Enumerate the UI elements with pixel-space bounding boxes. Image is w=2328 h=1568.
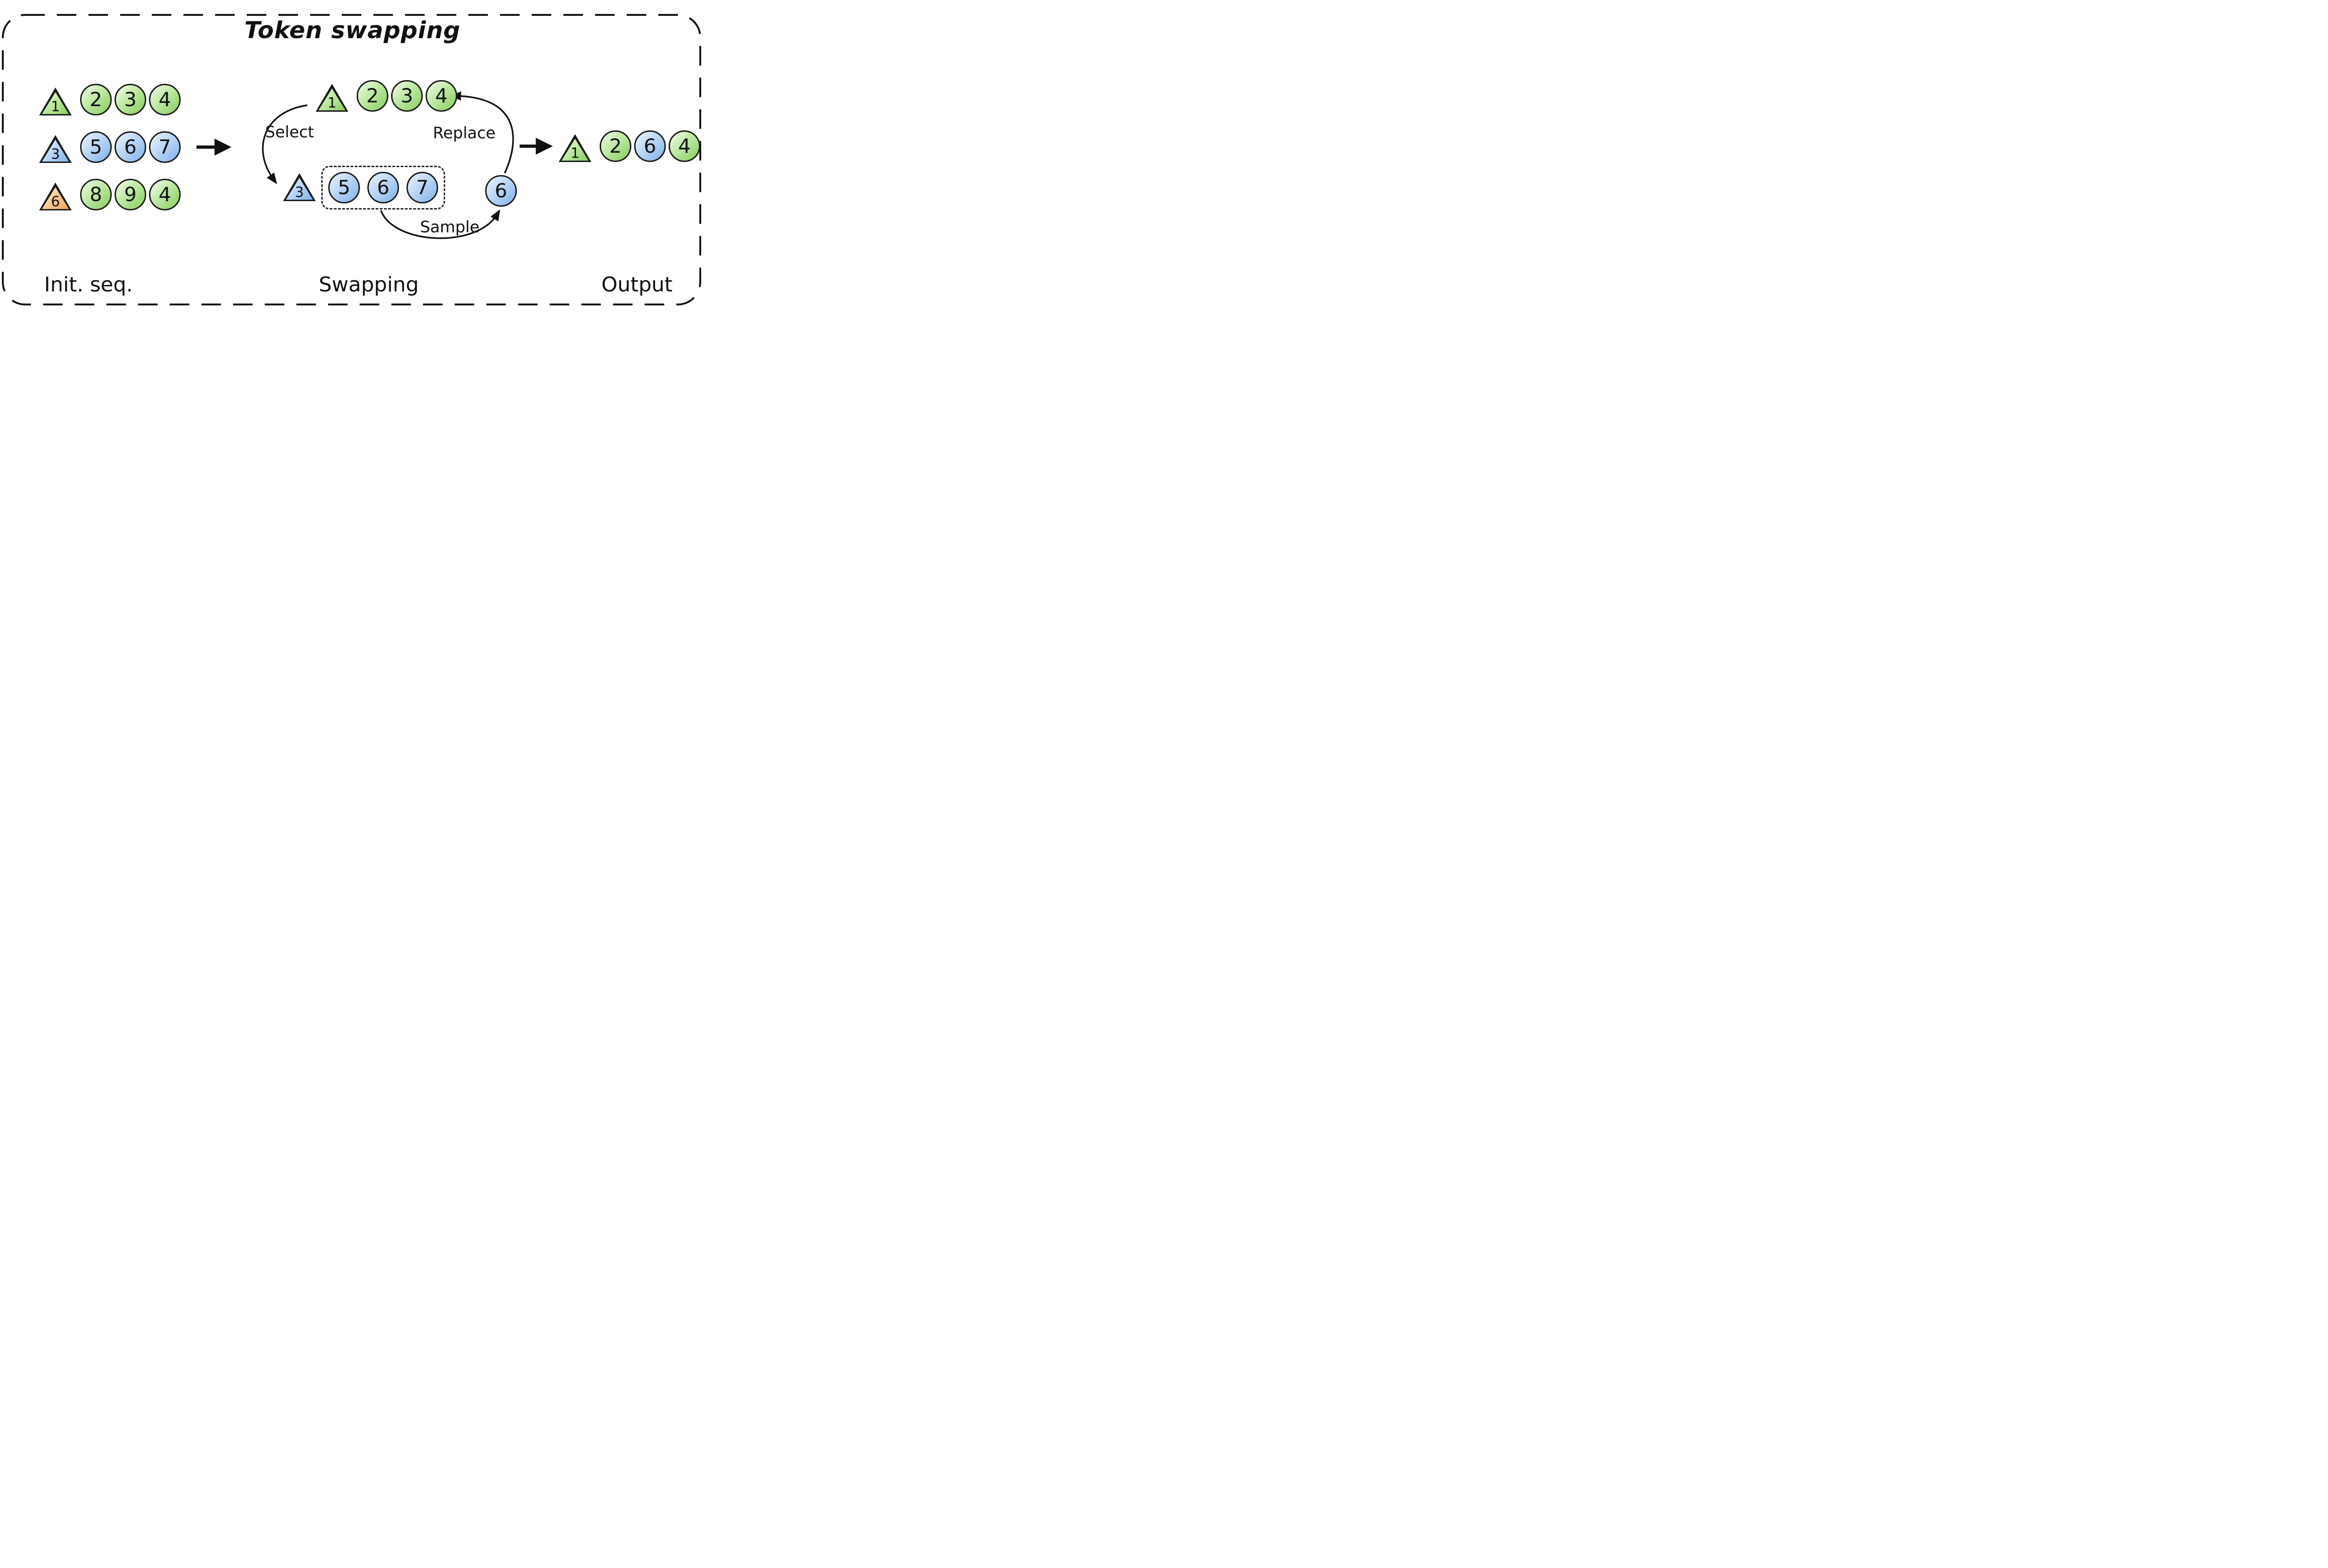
init-row-2: 3 5 6 7	[39, 131, 181, 163]
sampled-token-circle: 6	[485, 175, 517, 207]
token-value: 8	[89, 183, 102, 206]
token-triangle: 1	[316, 84, 348, 112]
token-value: 4	[158, 88, 171, 111]
token-triangle: 1	[39, 88, 72, 115]
figure-title: Token swapping	[244, 17, 461, 44]
token-circle: 4	[149, 84, 181, 115]
token-circle: 7	[149, 131, 181, 163]
init-row-3: 6 8 9 4	[39, 179, 181, 210]
sample-label: Sample	[420, 218, 480, 237]
token-value: 6	[377, 176, 390, 199]
token-value: 1	[327, 95, 337, 111]
token-circle: 6	[115, 131, 146, 163]
token-circle: 5	[80, 131, 112, 163]
token-value: 6	[124, 135, 137, 158]
token-value: 5	[338, 176, 351, 199]
token-value: 1	[51, 99, 60, 115]
token-circle: 4	[669, 130, 700, 162]
token-value: 4	[435, 84, 448, 107]
token-value: 6	[494, 179, 508, 202]
swapping-top-row: 1 2 3 4	[316, 80, 457, 112]
token-circle: 7	[406, 172, 438, 203]
token-circle: 3	[391, 80, 423, 112]
token-value: 6	[51, 194, 60, 210]
token-value: 3	[124, 88, 137, 111]
token-value: 2	[366, 84, 379, 107]
token-value: 7	[416, 176, 429, 199]
token-triangle: 6	[39, 182, 72, 210]
token-circle: 4	[426, 80, 457, 112]
token-value: 9	[124, 183, 137, 206]
selected-sequence-triangle: 3	[283, 173, 316, 201]
token-circle: 2	[600, 130, 631, 162]
token-value: 4	[678, 135, 691, 157]
output-caption: Output	[601, 273, 673, 297]
token-triangle: 1	[559, 134, 591, 162]
token-value: 5	[89, 135, 102, 158]
token-value: 6	[643, 135, 656, 157]
token-circle: 6	[367, 172, 399, 203]
token-value: 2	[609, 135, 622, 157]
swapping-caption: Swapping	[318, 273, 419, 297]
token-value: 2	[89, 88, 102, 111]
token-value: 3	[51, 146, 60, 162]
token-circle: 2	[80, 84, 112, 115]
token-circle: 5	[328, 172, 360, 203]
select-arrow	[262, 104, 308, 184]
select-label: Select	[265, 123, 314, 142]
token-circle: 9	[115, 179, 146, 210]
init-sequence-group: 1 2 3 4 3 5 6 7	[39, 84, 181, 210]
replace-label: Replace	[433, 124, 496, 142]
init-row-1: 1 2 3 4	[39, 84, 181, 115]
token-value: 3	[400, 84, 413, 107]
token-value: 1	[570, 145, 580, 162]
token-circle: 8	[80, 179, 112, 210]
token-value: 7	[158, 135, 171, 158]
token-circle: 6	[634, 130, 666, 162]
token-circle: 2	[357, 80, 388, 112]
token-value: 4	[158, 183, 171, 206]
token-triangle: 3	[39, 135, 72, 163]
token-circle: 3	[115, 84, 146, 115]
token-value: 3	[295, 184, 304, 201]
sampling-dashed-box: 5 6 7	[321, 166, 445, 210]
token-circle: 4	[149, 179, 181, 210]
init-seq-caption: Init. seq.	[44, 273, 133, 297]
output-row: 1 2 6 4	[559, 130, 700, 162]
figure-canvas: Token swapping 1 2 3 4 3	[0, 0, 705, 314]
